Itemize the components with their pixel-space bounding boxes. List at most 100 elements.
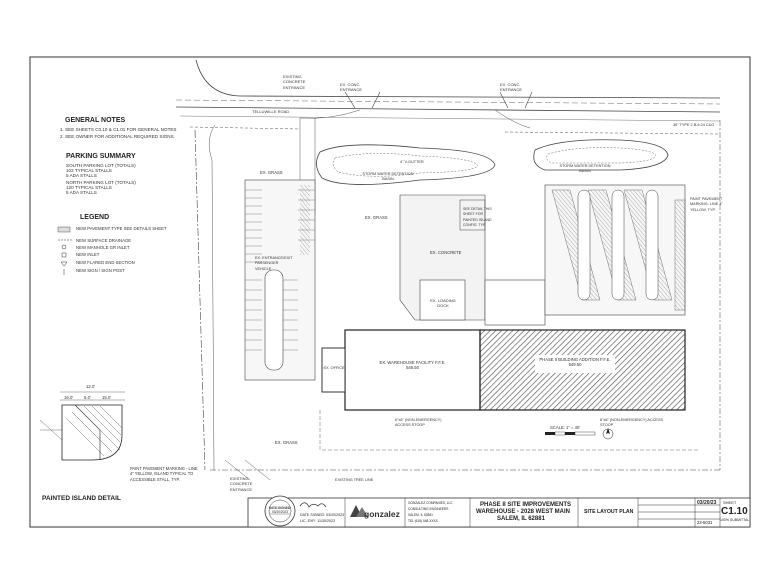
label-paint-marking: PAINT PAVEMENT MARKING, LINE 4" YELLOW, … [690,197,723,212]
existing-warehouse [344,329,481,411]
detention-basin-west [316,144,496,185]
title-block-frame [247,497,751,528]
submittal: 100% SUBMITTAL [720,518,750,522]
label-ex-grass-west: EX. GRASS [260,170,283,175]
legend-item-sign: NEW SIGN / SIGN POST [76,268,125,273]
island-detail-note: PAINT PAVEMENT MARKING - LINE 4" YELLOW,… [130,466,198,482]
island-dim-1: 12.0' [86,384,96,389]
label-access-stoop-2: 6"x6" (NON-EMERGENCY) ACCESS STOOP [395,418,442,428]
label-phase2-building: PHASE II BUILDING ADDITION F.F.E. 549.50 [539,357,611,368]
general-note-2: 2. SEE OWNER FOR ADDITIONAL REQUIRED SIG… [60,134,175,139]
west-parking-island [264,269,284,371]
north-arrow-icon [602,428,614,440]
engineer-signature [299,502,327,508]
retaining-wall-box [484,279,546,326]
label-tree-line: EXISTING TREE LINE [335,478,374,482]
island-dim-2: 16.0' [64,395,74,400]
legend-item-drainage: NEW SURFACE DRAINAGE [76,238,132,243]
legend-symbols [57,226,72,275]
label-existing-entrance-bottom: EXISTING CONCRETE ENTRANCE [230,476,253,492]
job-number: 22-5031 [697,520,713,525]
sheet-number: C1.10 [721,506,748,517]
label-detention-basin-2: STORM WATER DETENTION BASIN [559,164,611,174]
legend-item-flared-end: NEW FLARED END SECTION [76,260,135,265]
engineer-seal [264,495,296,527]
west-tree-line [208,124,216,471]
south-parking-line-1: SOUTH PARKING LOT (TOTALS) [66,163,136,168]
date-value: 03/20/23 [697,500,717,506]
existing-concrete-entrance-south [224,459,271,481]
label-ex-grass-center: EX. GRASS [365,215,388,220]
seal-text: DATE SIGNED: 03/20/2023 [268,506,292,514]
painted-island-detail [39,391,125,461]
label-ex-loading-dock: EX. LOADING DOCK [430,298,456,309]
label-ex-warehouse: EX. WAREHOUSE FACILITY F.F.E. 549.50 [379,360,446,371]
project-line-1: PHASE II SITE IMPROVEMENTS [480,502,572,508]
sheet-title: SITE LAYOUT PLAN [584,509,634,515]
south-parking-line-2: 102 TYPICAL STALLS [66,168,112,173]
gonzalez-logo-mark [350,505,368,517]
island-dim-4: 15.0' [102,395,112,400]
scale-bar [545,431,596,436]
project-line-3: SALEM, IL 62881 [497,516,545,522]
legend-item-manhole: NEW MANHOLE GR INLET [76,245,130,250]
label-access-stoop-1: 6"x6" (NON-EMERGENCY) ACCESS STOOP [600,418,664,428]
road-edge-bottom [175,106,721,113]
label-see-detail: SEE DETAIL THIS SHEET FOR PAINTED ISLAND… [463,207,492,228]
label-ex-grass-south: EX. GRASS [275,440,298,445]
label-v-gutter: 4" V-GUTTER [400,160,424,164]
company-info-4: TEL (618) 548-XXXX [408,519,438,523]
road-centerline [175,99,721,105]
license-exp: LIC. EXP.: 11/30/2023 [300,519,336,523]
road-edge-top [195,59,721,99]
label-ex-concrete: EX. CONCRETE [430,250,462,255]
north-entrance-1 [344,91,381,109]
company-info-2: CONSULTING ENGINEERS [408,507,449,511]
west-stall-strip [300,185,310,255]
north-entrance-2 [499,91,533,109]
south-parking-line-3: 5 ADA STALLS [66,173,97,178]
road-row-line [179,115,721,122]
east-island-2 [611,189,625,301]
label-entrance-exit: EX. ENTRANCE/EXIT PASSENGER VEHICLE [255,256,293,271]
row-line-2 [189,126,721,135]
east-island-1 [577,189,591,301]
drive-from-road [299,109,531,129]
existing-office [321,347,346,393]
north-parking-line-1: NORTH PARKING LOT (TOTALS) [66,180,136,185]
loading-dock [419,279,466,321]
phase2-label-box [535,355,615,373]
label-road: TELLUWILLE ROAD [252,109,290,114]
label-ex-conc-entrance-1: EX. CONC. ENTRANCE [340,82,363,93]
east-end-strip [674,199,686,311]
company-info-1: GONZALEZ COMPANIES, LLC [408,501,453,505]
west-property-line [194,129,206,471]
company-info-3: SALEM, IL 62881 [408,513,433,517]
general-notes-title: GENERAL NOTES [65,117,126,124]
north-parking-line-2: 120 TYPICAL STALLS [66,185,112,190]
label-detention-basin-1: STORM WATER DETENTION BASIN [362,172,414,182]
legend-title: LEGEND [80,214,110,221]
label-curb-type: 36" TYPE 2 B-6.24 C&G [673,123,715,127]
detention-basin-east-inner [546,147,657,164]
project-line-2: WAREHOUSE - 2028 WEST MAIN [476,509,571,515]
south-drive [319,410,700,451]
label-existing-entrance-top: EXISTING CONCRETE ENTRANCE [283,74,306,90]
detention-basin-east [533,139,669,171]
see-detail-box [459,199,486,231]
north-parking-line-3: 5 ADA STALLS [66,190,97,195]
legend-item-inlet: NEW INLET [76,252,100,257]
legend-item-pavement: NEW PAVEMENT TYPE SEE DETAILS SHEET [76,226,167,231]
east-island-3 [645,189,659,301]
label-scale: SCALE: 1" = 40' [550,425,581,430]
seal-date: DATE SIGNED: 03/20/2023 [300,513,345,517]
parking-summary-title: PARKING SUMMARY [66,153,136,160]
title-block-dividers [344,498,721,527]
island-detail-title: PAINTED ISLAND DETAIL [42,495,121,502]
sheet-label: SHEET [723,500,737,505]
label-ex-office: EX. OFFICE [323,366,345,370]
island-dim-3: 5.0' [84,395,91,400]
label-ex-conc-entrance-2: EX. CONC. ENTRANCE [500,82,523,93]
